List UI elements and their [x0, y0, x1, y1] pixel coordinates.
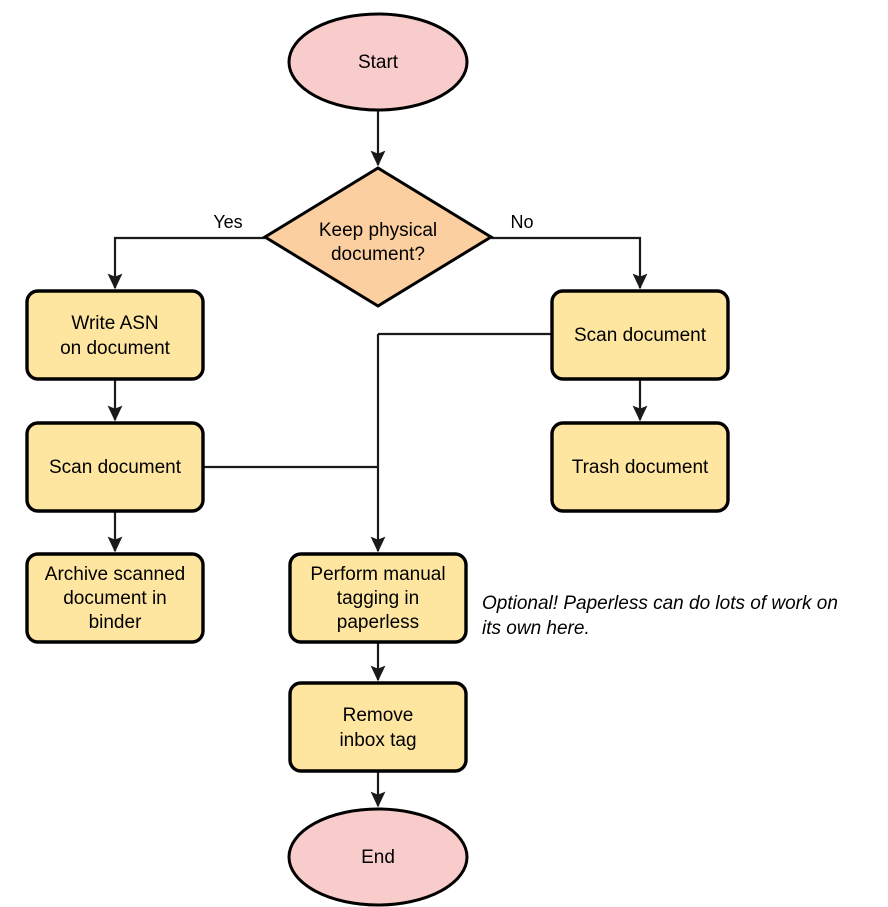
write-asn-box[interactable] [25, 289, 205, 381]
node-archive-scanned-document[interactable]: Archive scanned document in binder [25, 552, 205, 644]
write-asn-label-line1: Write ASN [71, 313, 158, 334]
node-perform-manual-tagging[interactable]: Perform manual tagging in paperless [288, 552, 468, 644]
manual-tagging-label-line3: paperless [337, 612, 419, 633]
remove-inbox-tag-box[interactable] [288, 681, 468, 773]
archive-label-line2: document in [63, 588, 167, 609]
manual-tagging-box[interactable] [288, 552, 468, 644]
annotation-optional-note: Optional! Paperless can do lots of work … [482, 593, 838, 639]
archive-label-line1: Archive scanned [45, 564, 185, 585]
edge-decision-yes: Yes [107, 212, 265, 290]
trash-document-box[interactable] [550, 421, 730, 513]
node-scan-document-right[interactable]: Scan document [550, 289, 730, 381]
start-ellipse[interactable] [287, 12, 469, 112]
node-end[interactable]: End [287, 807, 469, 907]
annotation-line-1: Optional! Paperless can do lots of work … [482, 593, 838, 614]
node-scan-document-left[interactable]: Scan document [25, 421, 205, 513]
archive-box[interactable] [25, 552, 205, 644]
start-label: Start [358, 52, 399, 73]
node-trash-document[interactable]: Trash document [550, 421, 730, 513]
edge-decision-no: No [491, 212, 648, 290]
remove-inbox-tag-label-line1: Remove [343, 705, 414, 726]
scan-document-left-box[interactable] [25, 421, 205, 513]
end-label: End [361, 847, 395, 868]
edge-label-no: No [510, 212, 533, 232]
node-write-asn[interactable]: Write ASN on document [25, 289, 205, 381]
decision-label-line2: document? [331, 244, 425, 265]
decision-label-line1: Keep physical [319, 220, 437, 241]
edge-label-yes: Yes [213, 212, 242, 232]
manual-tagging-label-line1: Perform manual [310, 564, 445, 585]
remove-inbox-tag-label-line2: inbox tag [339, 730, 416, 751]
archive-label-line3: binder [89, 612, 142, 633]
write-asn-label-line2: on document [60, 338, 171, 359]
scan-document-left-label: Scan document [49, 457, 182, 478]
manual-tagging-label-line2: tagging in [337, 588, 419, 609]
end-ellipse[interactable] [287, 807, 469, 907]
scan-document-right-box[interactable] [550, 289, 730, 381]
node-start[interactable]: Start [287, 12, 469, 112]
node-remove-inbox-tag[interactable]: Remove inbox tag [288, 681, 468, 773]
node-decision-keep-physical-document[interactable]: Keep physical document? [262, 166, 494, 308]
trash-document-label: Trash document [572, 457, 709, 478]
scan-document-right-label: Scan document [574, 325, 707, 346]
decision-diamond[interactable] [262, 166, 494, 308]
annotation-line-2: its own here. [482, 618, 590, 639]
